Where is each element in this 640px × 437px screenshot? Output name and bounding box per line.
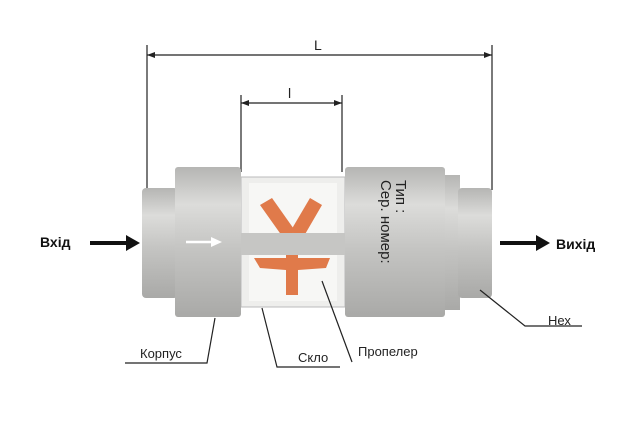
propeller-label: Пропелер <box>358 344 418 359</box>
outlet-label: Вихід <box>556 236 596 252</box>
serial-marking: Сер. номер: <box>377 180 394 264</box>
inlet-label: Вхід <box>40 234 71 250</box>
leader-lines <box>125 280 582 368</box>
right-hex <box>458 188 492 298</box>
center-bar <box>241 233 345 255</box>
type-marking: Тип : <box>392 180 409 213</box>
glass-label: Скло <box>298 350 329 365</box>
outlet-arrow-icon <box>536 235 550 251</box>
flow-arrow-icon <box>211 237 222 247</box>
inlet-arrow-icon <box>126 235 140 251</box>
right-body <box>345 167 445 317</box>
dimension-lines <box>146 45 493 190</box>
body-label: Корпус <box>140 346 182 361</box>
dim-l: l <box>288 85 291 101</box>
left-hex <box>142 188 178 298</box>
hex-label: Нех <box>548 313 571 328</box>
dim-L: L <box>314 37 322 53</box>
propeller <box>254 198 330 295</box>
